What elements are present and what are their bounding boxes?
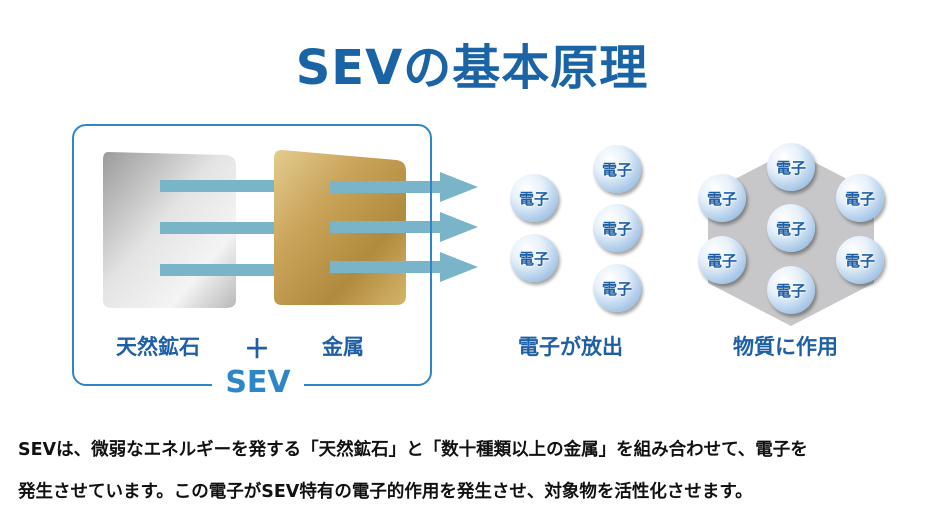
arrows-metal <box>330 172 478 282</box>
electron-bubble: 電子 <box>836 236 884 284</box>
electron-bubble: 電子 <box>767 204 815 252</box>
emission-label: 電子が放出 <box>518 335 623 359</box>
electron-bubble: 電子 <box>593 204 641 252</box>
metal-label: 金属 <box>322 335 364 359</box>
electron-bubble: 電子 <box>593 264 641 312</box>
description-line-1: SEVは、微弱なエネルギーを発する「天然鉱石」と「数十種類以上の金属」を組み合わ… <box>18 440 808 460</box>
ore-label: 天然鉱石 <box>116 335 200 359</box>
electron-bubble: 電子 <box>593 145 641 193</box>
plus-sign: ＋ <box>244 335 271 365</box>
electron-bubble: 電子 <box>767 143 815 191</box>
electron-bubble: 電子 <box>698 236 746 284</box>
electron-bubble: 電子 <box>836 174 884 222</box>
electron-bubble: 電子 <box>510 234 558 282</box>
page-title: SEVの基本原理 <box>295 40 649 96</box>
arrows-ore <box>160 180 288 276</box>
action-label: 物質に作用 <box>733 335 838 359</box>
electron-bubble: 電子 <box>767 266 815 314</box>
electron-bubble: 電子 <box>510 174 558 222</box>
description-line-2: 発生させています。この電子がSEV特有の電子的作用を発生させ、対象物を活性化させ… <box>18 482 753 502</box>
electron-bubble: 電子 <box>698 174 746 222</box>
sev-label: SEV <box>212 365 304 400</box>
